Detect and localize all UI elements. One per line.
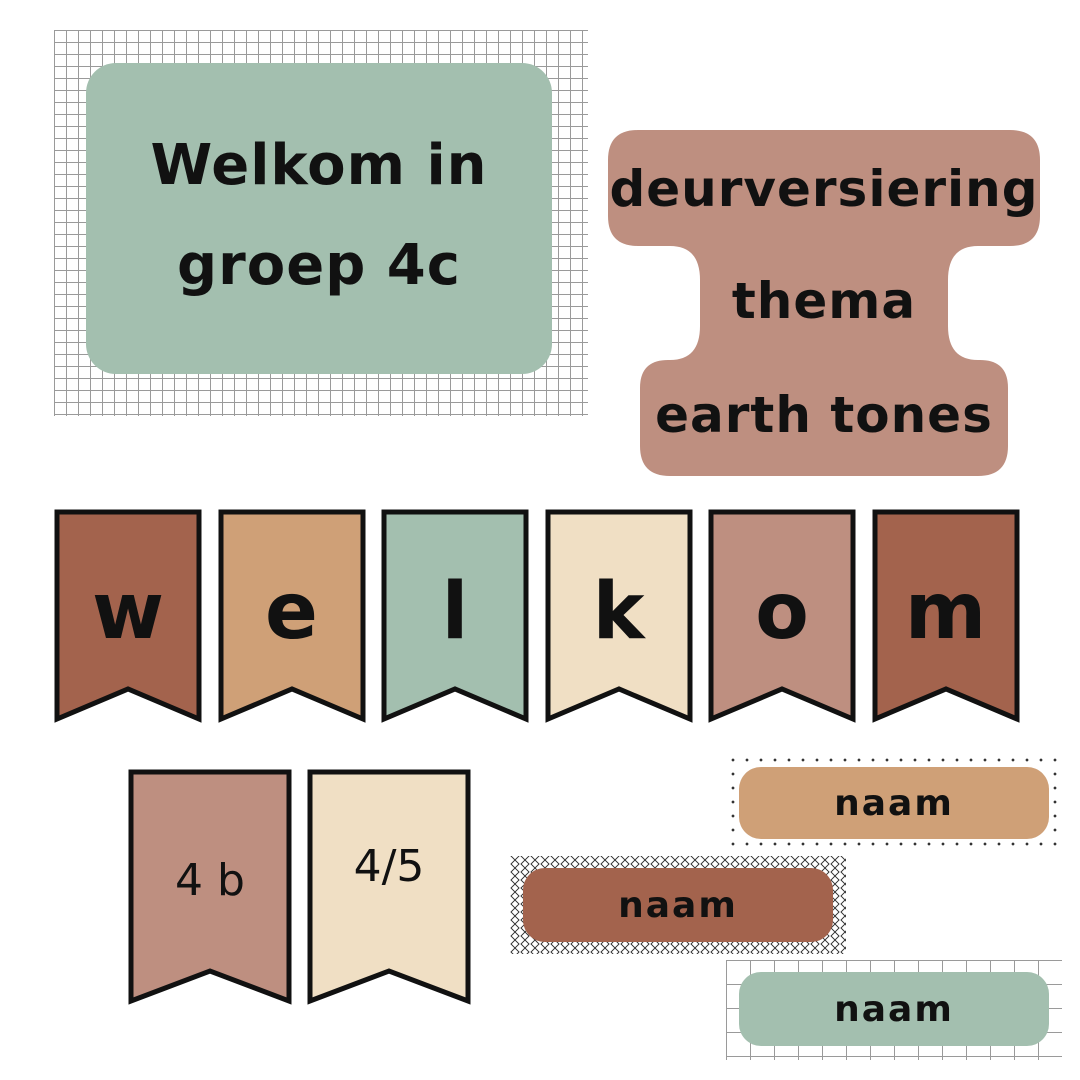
banner-letter: o — [755, 567, 809, 657]
banner-flag-w: w — [54, 509, 202, 725]
banner-letter: m — [904, 567, 987, 657]
banner-flag-shape — [381, 509, 529, 723]
banner-flag-k: k — [545, 509, 693, 725]
banner-letter: l — [441, 567, 469, 657]
title-line-2: thema — [731, 272, 917, 330]
banner-flag-e: e — [218, 509, 366, 725]
banner-flag-shape — [872, 509, 1019, 723]
banner-letter: k — [592, 567, 645, 657]
banner-flag-l: l — [381, 509, 529, 725]
group-flag-shape — [307, 769, 471, 1005]
welcome-sign: Welkom in groep 4c — [86, 63, 552, 374]
title-line-3: earth tones — [655, 386, 993, 444]
group-flag-2: 4/5 — [307, 769, 471, 1007]
name-tag-1: naam — [739, 767, 1049, 839]
title-sign: deurversiering thema earth tones — [608, 130, 1040, 476]
name-tag-3: naam — [739, 972, 1049, 1046]
banner-flag-shape — [54, 509, 202, 723]
banner-flag-shape — [545, 509, 692, 723]
group-flag-label: 4 b — [175, 855, 245, 906]
group-flag-1: 4 b — [128, 769, 292, 1007]
banner-letter: e — [265, 567, 318, 657]
title-line-1: deurversiering — [609, 160, 1039, 218]
group-flag-label: 4/5 — [353, 841, 425, 892]
banner-flag-shape — [708, 509, 856, 723]
name-tag-2: naam — [523, 868, 833, 942]
banner-flag-m: m — [872, 509, 1020, 725]
title-sign-shape — [608, 130, 1040, 476]
welcome-line-2: groep 4c — [177, 232, 461, 298]
banner-flag-o: o — [708, 509, 856, 725]
banner-flag-shape — [218, 509, 365, 723]
banner-letter: w — [91, 567, 165, 657]
welcome-line-1: Welkom in — [150, 132, 488, 198]
group-flag-shape — [128, 769, 292, 1005]
